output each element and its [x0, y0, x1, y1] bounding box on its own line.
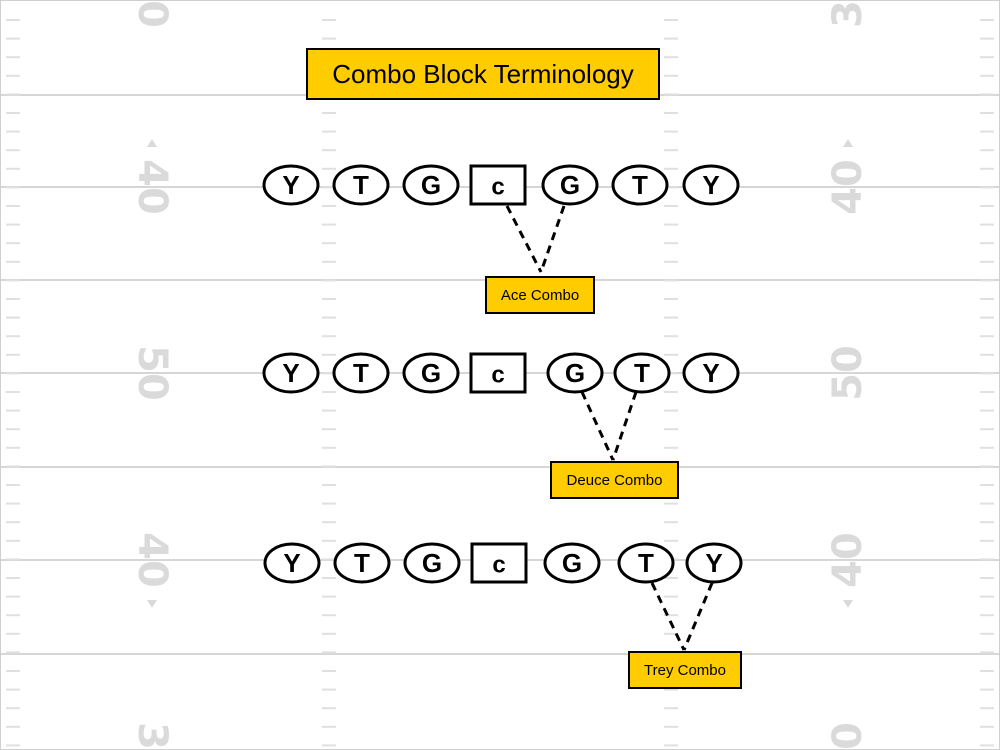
player-letter: G — [421, 358, 441, 388]
player-letter: T — [632, 170, 648, 200]
player-tackle: T — [611, 164, 669, 206]
player-tight-end: Y — [262, 164, 320, 206]
player-guard: G — [541, 164, 599, 206]
yard-number-left: 3 — [129, 722, 175, 750]
player-oval — [682, 164, 740, 206]
yard-number-left: 50 — [129, 345, 175, 401]
center-box — [469, 164, 527, 206]
player-oval — [402, 164, 460, 206]
yard-number-left: 40 — [129, 159, 175, 215]
diagram-title: Combo Block Terminology — [306, 48, 660, 100]
player-tackle: T — [613, 352, 671, 394]
player-tight-end: Y — [262, 352, 320, 394]
player-oval — [685, 542, 743, 584]
player-oval — [332, 352, 390, 394]
ace-combo-label: Ace Combo — [485, 276, 595, 314]
center-box — [469, 352, 527, 394]
player-oval — [262, 164, 320, 206]
player-tight-end: Y — [685, 542, 743, 584]
player-letter: c — [491, 362, 504, 389]
player-oval — [403, 542, 461, 584]
combo-dashed-line — [580, 391, 615, 461]
player-oval — [263, 542, 321, 584]
player-letter: T — [638, 548, 654, 578]
deuce-combo-label: Deuce Combo — [550, 461, 679, 499]
player-guard: G — [402, 164, 460, 206]
yard-direction-arrow — [147, 139, 157, 147]
player-letter: G — [562, 548, 582, 578]
player-letter: Y — [702, 170, 719, 200]
player-letter: T — [634, 358, 650, 388]
player-tight-end: Y — [682, 352, 740, 394]
ace-combo-lines — [505, 205, 566, 273]
yard-number-right: 0 — [825, 722, 871, 750]
combo-dashed-line — [682, 582, 714, 651]
player-letter: Y — [282, 170, 299, 200]
player-letter: G — [422, 548, 442, 578]
player-guard: G — [543, 542, 601, 584]
player-oval — [543, 542, 601, 584]
player-letter: T — [353, 170, 369, 200]
player-letter: Y — [283, 548, 300, 578]
player-letter: c — [491, 174, 504, 201]
player-center: c — [470, 542, 528, 584]
player-letter: G — [560, 170, 580, 200]
player-guard: G — [402, 352, 460, 394]
yard-direction-arrow — [843, 600, 853, 608]
center-box — [470, 542, 528, 584]
player-letter: Y — [282, 358, 299, 388]
yard-number-right: 40 — [825, 159, 871, 215]
player-center: c — [469, 352, 527, 394]
player-letter: T — [354, 548, 370, 578]
combo-dashed-line — [539, 205, 566, 273]
trey-combo-lines — [650, 582, 714, 651]
yard-direction-arrow — [147, 600, 157, 608]
player-tight-end: Y — [682, 164, 740, 206]
player-oval — [546, 352, 604, 394]
yard-direction-arrow — [843, 139, 853, 147]
player-letter: Y — [702, 358, 719, 388]
combo-dashed-line — [505, 205, 543, 273]
player-tackle: T — [333, 542, 391, 584]
combo-dashed-line — [611, 391, 638, 461]
yard-number-right: 50 — [825, 345, 871, 401]
player-oval — [262, 352, 320, 394]
player-guard: G — [403, 542, 461, 584]
combo-lines — [505, 205, 714, 651]
player-oval — [541, 164, 599, 206]
deuce-combo-lines — [580, 391, 638, 461]
player-tackle: T — [332, 352, 390, 394]
yard-number-right: 40 — [825, 532, 871, 588]
player-oval — [333, 542, 391, 584]
player-tackle: T — [617, 542, 675, 584]
player-tackle: T — [332, 164, 390, 206]
player-oval — [402, 352, 460, 394]
player-oval — [332, 164, 390, 206]
player-oval — [617, 542, 675, 584]
combo-dashed-line — [650, 582, 686, 651]
player-letter: Y — [705, 548, 722, 578]
player-guard: G — [546, 352, 604, 394]
player-oval — [613, 352, 671, 394]
player-letter: G — [421, 170, 441, 200]
player-letter: c — [492, 552, 505, 579]
player-tight-end: Y — [263, 542, 321, 584]
player-letter: T — [353, 358, 369, 388]
yard-number-left: 40 — [129, 532, 175, 588]
yard-number-right: 3 — [825, 0, 871, 28]
player-oval — [682, 352, 740, 394]
player-letter: G — [565, 358, 585, 388]
yard-number-left: 0 — [129, 0, 175, 28]
player-oval — [611, 164, 669, 206]
trey-combo-label: Trey Combo — [628, 651, 742, 689]
player-center: c — [469, 164, 527, 206]
